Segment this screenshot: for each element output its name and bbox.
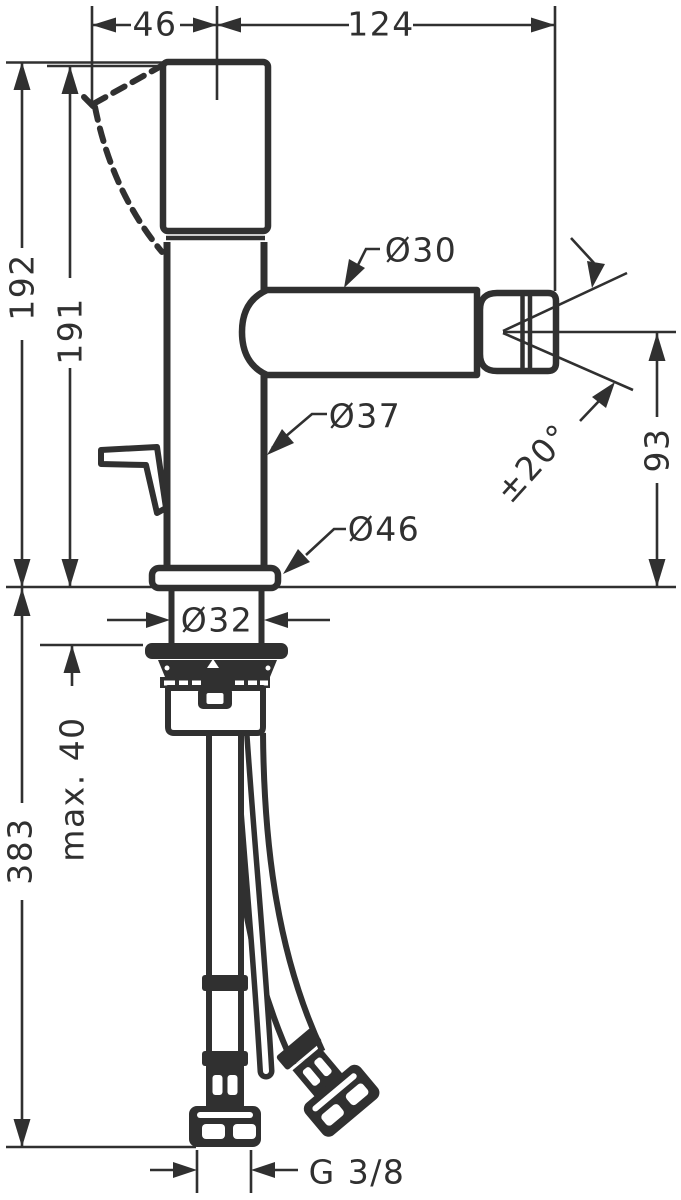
right-hose-connector [292,1047,380,1137]
right-connector-slit [312,1073,357,1112]
dim-46-124: 46 124 [92,5,555,44]
base-flange [148,564,282,592]
clamp-clip-window [206,693,224,704]
dim-label-height-spout-top: 192 [3,253,42,321]
right-connector-facet-1 [321,1104,344,1126]
left-connector-collar [202,1051,248,1066]
swivel-lower-line [502,331,634,392]
handle-swing-dashed-outline [81,62,166,255]
dim-label-reach: 124 [347,5,415,44]
left-connector-window-1 [212,1075,223,1095]
nut-dot-right [265,665,271,671]
dim-label-height-below-rim: 383 [1,817,40,885]
left-connector-body [206,1066,244,1108]
left-hose-ferrule [202,975,248,991]
dim-label-max-mounting-thickness: max. 40 [53,716,92,861]
right-ferrule-band [276,1028,322,1070]
mounting-nut [158,660,277,677]
swivel-upper-line [502,271,628,333]
dim-label-thread: G 3/8 [309,1153,406,1192]
serrated-band [160,677,270,688]
diameter-callouts: Ø30 Ø37 Ø46 Ø32 [107,231,457,640]
dimension-annotations: 46 124 192 191 383 max. 40 [1,5,677,1193]
faucet-outline [81,58,560,1147]
lever-handle [98,444,169,516]
dim-383-max40: 383 max. 40 [1,587,92,1147]
left-connector-slit [197,1112,253,1118]
left-connector-window-2 [227,1075,238,1095]
mounting-washer [145,643,288,659]
shank-fill [171,586,262,645]
nut-notch [207,659,219,668]
dim-label-height-handle-top: 191 [51,297,90,365]
dim-label-swivel-range: ±20° [488,416,579,511]
nut-dot-left [164,665,170,671]
left-connector-facet-1 [202,1124,225,1139]
right-hose-ferrule [276,1028,322,1070]
body-column-fill [167,242,264,570]
serration-teeth [164,680,268,686]
left-hose-connector [189,1051,261,1147]
right-connector-facet-2 [345,1083,369,1106]
mounting-hardware [145,643,288,736]
dim-192-191: 192 191 [3,62,90,587]
right-connector-window-1 [302,1067,321,1086]
clamp-block [165,685,266,736]
dim-label-shank-diameter: Ø32 [181,601,253,640]
dim-label-spout-diameter: Ø30 [385,231,457,270]
reference-lines-under [6,585,676,1149]
right-connector-window-2 [314,1057,332,1077]
spout-barrel [238,286,481,379]
dim-thread: G 3/8 [150,1153,406,1192]
dim-label-body-diameter: Ø37 [329,397,401,436]
handle-cap [159,58,272,235]
thin-hose-inner [238,730,269,1074]
dim-label-spout-height: 93 [638,428,677,473]
dim-label-handle-width: 46 [133,5,178,44]
left-connector-facet-2 [233,1124,256,1139]
dim-label-base-diameter: Ø46 [348,510,420,549]
